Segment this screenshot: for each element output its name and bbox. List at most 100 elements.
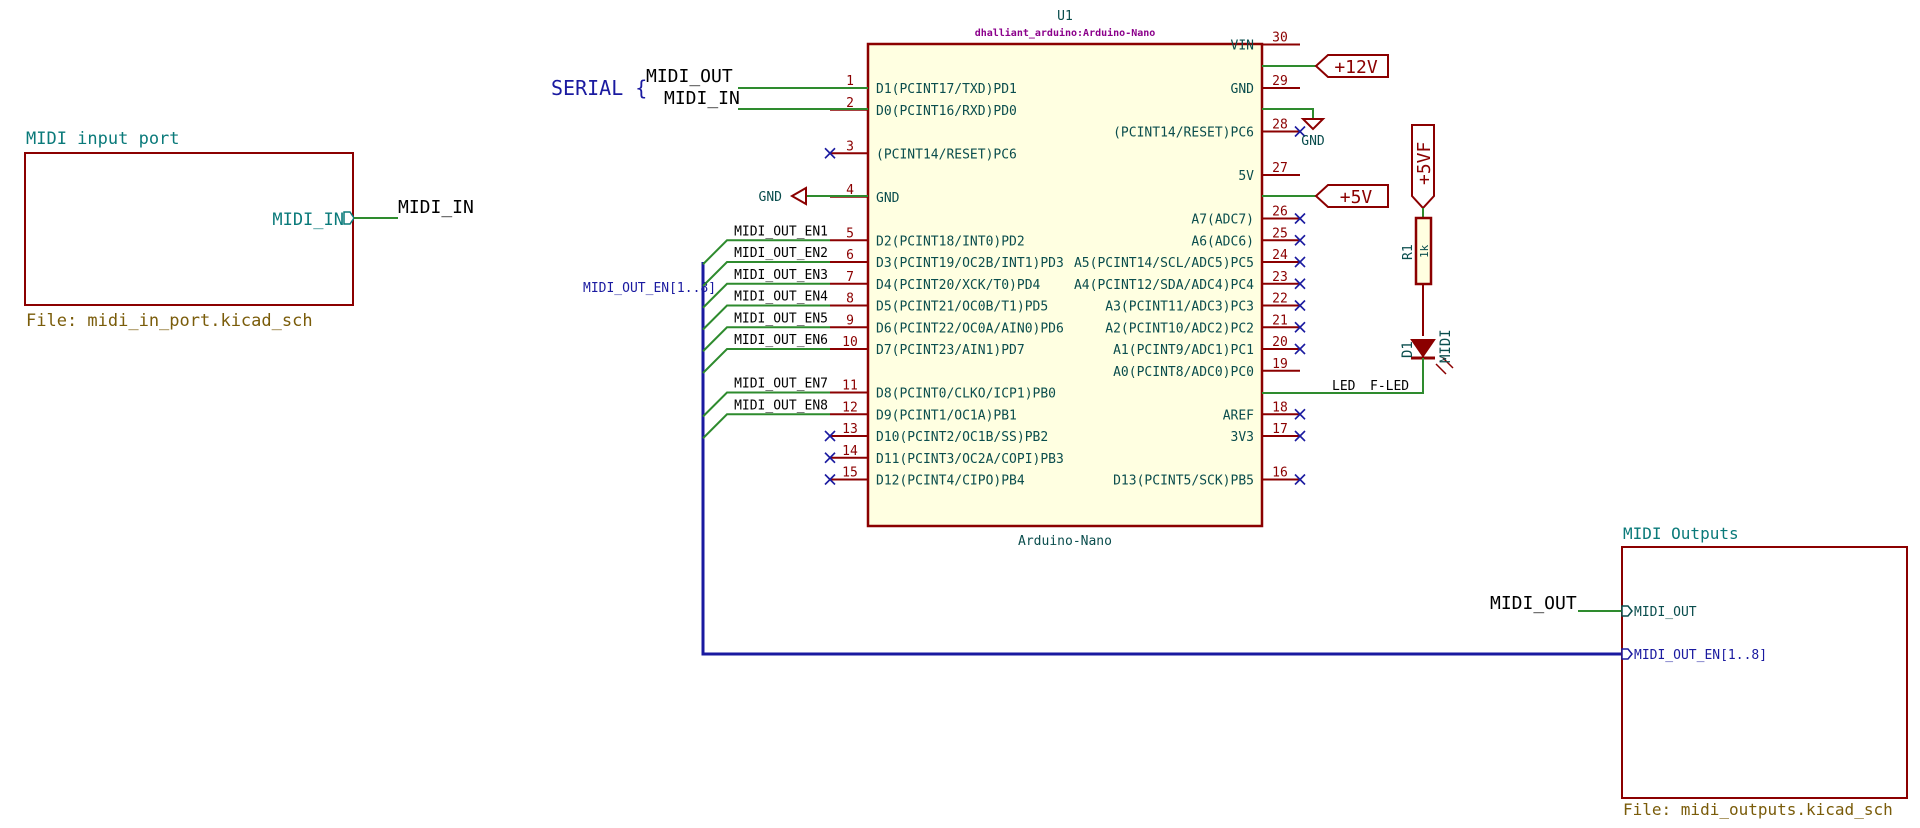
bus-entry-wire[interactable] bbox=[702, 326, 830, 352]
pin-number: 25 bbox=[1272, 226, 1288, 241]
resistor-ref: R1 bbox=[1401, 244, 1416, 260]
pin-number: 15 bbox=[842, 466, 858, 481]
power-12v-symbol[interactable]: +12V bbox=[1262, 54, 1389, 78]
mcu-value: Arduino-Nano bbox=[1018, 534, 1112, 549]
pin-name: D12(PCINT4/CIPO)PB4 bbox=[876, 474, 1025, 489]
pin-number: 20 bbox=[1272, 335, 1288, 350]
net-label-midi-out-en1: MIDI_OUT_EN1 bbox=[734, 224, 828, 239]
no-connect-marker bbox=[1294, 408, 1306, 420]
pin-name: GND bbox=[876, 191, 900, 206]
no-connect-marker bbox=[1294, 212, 1306, 225]
led-wire[interactable] bbox=[1262, 358, 1424, 394]
pin-name: D6(PCINT22/OC0A/AIN0)PD6 bbox=[876, 321, 1064, 336]
sheet-in-box[interactable] bbox=[24, 152, 354, 306]
led-emission-arrow-2 bbox=[1442, 357, 1454, 369]
right-gnd-wire bbox=[1262, 108, 1314, 119]
net-label-f-led: F-LED bbox=[1370, 379, 1409, 394]
pin-name: D1(PCINT17/TXD)PD1 bbox=[876, 82, 1017, 97]
net-label-midi-out-en6: MIDI_OUT_EN6 bbox=[734, 333, 828, 348]
power-5v-symbol[interactable]: +5V bbox=[1262, 184, 1389, 208]
net-label-midi-out-en4: MIDI_OUT_EN4 bbox=[734, 290, 828, 305]
mcu-pin-28[interactable]: 28 (PCINT14/RESET)PC6 bbox=[1113, 118, 1306, 141]
net-label-midi-out-en7: MIDI_OUT_EN7 bbox=[734, 377, 828, 392]
mcu-pin-9[interactable]: 9D6(PCINT22/OC0A/AIN0)PD6 bbox=[830, 313, 1064, 336]
pin-name: (PCINT14/RESET)PC6 bbox=[1113, 126, 1254, 141]
pin-number: 19 bbox=[1272, 357, 1288, 372]
pin-number: 9 bbox=[846, 313, 854, 328]
pin-name: 5V bbox=[1238, 169, 1254, 184]
sheet-midi-outputs[interactable]: MIDI Outputs File: midi_outputs.kicad_sc… bbox=[1490, 524, 1908, 819]
power-12v-label: +12V bbox=[1334, 57, 1378, 78]
pin-number: 8 bbox=[846, 292, 854, 307]
pin-number: 14 bbox=[842, 444, 858, 459]
bus-entry-wire[interactable] bbox=[702, 348, 830, 374]
power-5vf-label: +5VF bbox=[1414, 142, 1435, 185]
right-gnd-symbol[interactable]: GND bbox=[1262, 108, 1326, 149]
power-5v-label: +5V bbox=[1340, 187, 1373, 208]
bus-entry-wire[interactable] bbox=[702, 239, 830, 265]
arduino-nano-symbol[interactable]: U1 dhalliant_arduino:Arduino-Nano Arduin… bbox=[824, 9, 1306, 549]
left-gnd-arrow bbox=[789, 186, 807, 206]
pin-name: AREF bbox=[1223, 408, 1254, 423]
bus-entry-wire[interactable] bbox=[702, 261, 830, 287]
midi-out-en-bus[interactable]: MIDI_OUT_EN[1..8] MIDI_OUT_EN1MIDI_OUT_E… bbox=[583, 224, 1622, 656]
right-gnd-label: GND bbox=[1301, 134, 1325, 149]
sheet-in-title: MIDI input port bbox=[26, 129, 180, 149]
net-label-led: LED bbox=[1332, 379, 1356, 394]
net-label-midi-out-en3: MIDI_OUT_EN3 bbox=[734, 268, 828, 283]
pin-name: D10(PCINT2/OC1B/SS)PB2 bbox=[876, 430, 1048, 445]
pin-number: 17 bbox=[1272, 422, 1288, 437]
bus-line bbox=[701, 262, 1622, 656]
no-connect-marker bbox=[824, 430, 836, 442]
mcu-reference: U1 bbox=[1057, 9, 1073, 24]
sheet-out-pin1-label: MIDI_OUT bbox=[1634, 605, 1697, 620]
mcu-pin-6[interactable]: 6D3(PCINT19/OC2B/INT1)PD3 bbox=[830, 248, 1064, 271]
pin-name: D0(PCINT16/RXD)PD0 bbox=[876, 104, 1017, 119]
pin-number: 30 bbox=[1272, 31, 1288, 46]
led-indicator-chain[interactable]: +5VF R1 1k D1 MIDI LED F-LED bbox=[1262, 124, 1454, 394]
pin-name: D11(PCINT3/OC2A/COPI)PB3 bbox=[876, 452, 1064, 467]
pin-number: 24 bbox=[1272, 248, 1288, 263]
bus-entry-wire[interactable] bbox=[702, 391, 830, 418]
sheet-midi-input[interactable]: MIDI input port File: midi_in_port.kicad… bbox=[24, 129, 474, 331]
pin-number: 11 bbox=[842, 379, 858, 394]
led-symbol[interactable] bbox=[1410, 339, 1436, 358]
pin-number: 28 bbox=[1272, 118, 1288, 133]
sheet-out-box[interactable] bbox=[1621, 546, 1908, 799]
pin-number: 6 bbox=[846, 248, 854, 263]
mcu-pin-3[interactable]: 3(PCINT14/RESET)PC6 bbox=[824, 139, 1017, 162]
bus-entry-wire[interactable] bbox=[702, 304, 830, 331]
serial-bracket-label: SERIAL { bbox=[551, 76, 647, 100]
bus-entries: MIDI_OUT_EN1MIDI_OUT_EN2MIDI_OUT_EN3MIDI… bbox=[702, 224, 830, 439]
left-gnd-symbol[interactable]: GND bbox=[759, 186, 868, 206]
mcu-pin-8[interactable]: 8D5(PCINT21/OC0B/T1)PD5 bbox=[830, 292, 1048, 315]
mcu-pin-7[interactable]: 7D4(PCINT20/XCK/T0)PD4 bbox=[830, 270, 1041, 293]
bus-entry-wire[interactable] bbox=[702, 413, 830, 439]
bus-entry-wire[interactable] bbox=[702, 282, 830, 309]
sheet-in-file: File: midi_in_port.kicad_sch bbox=[26, 311, 313, 331]
pin-name: D5(PCINT21/OC0B/T1)PD5 bbox=[876, 300, 1048, 315]
pin-number: 5 bbox=[846, 226, 854, 241]
mcu-pin-5[interactable]: 5D2(PCINT18/INT0)PD2 bbox=[830, 226, 1025, 249]
